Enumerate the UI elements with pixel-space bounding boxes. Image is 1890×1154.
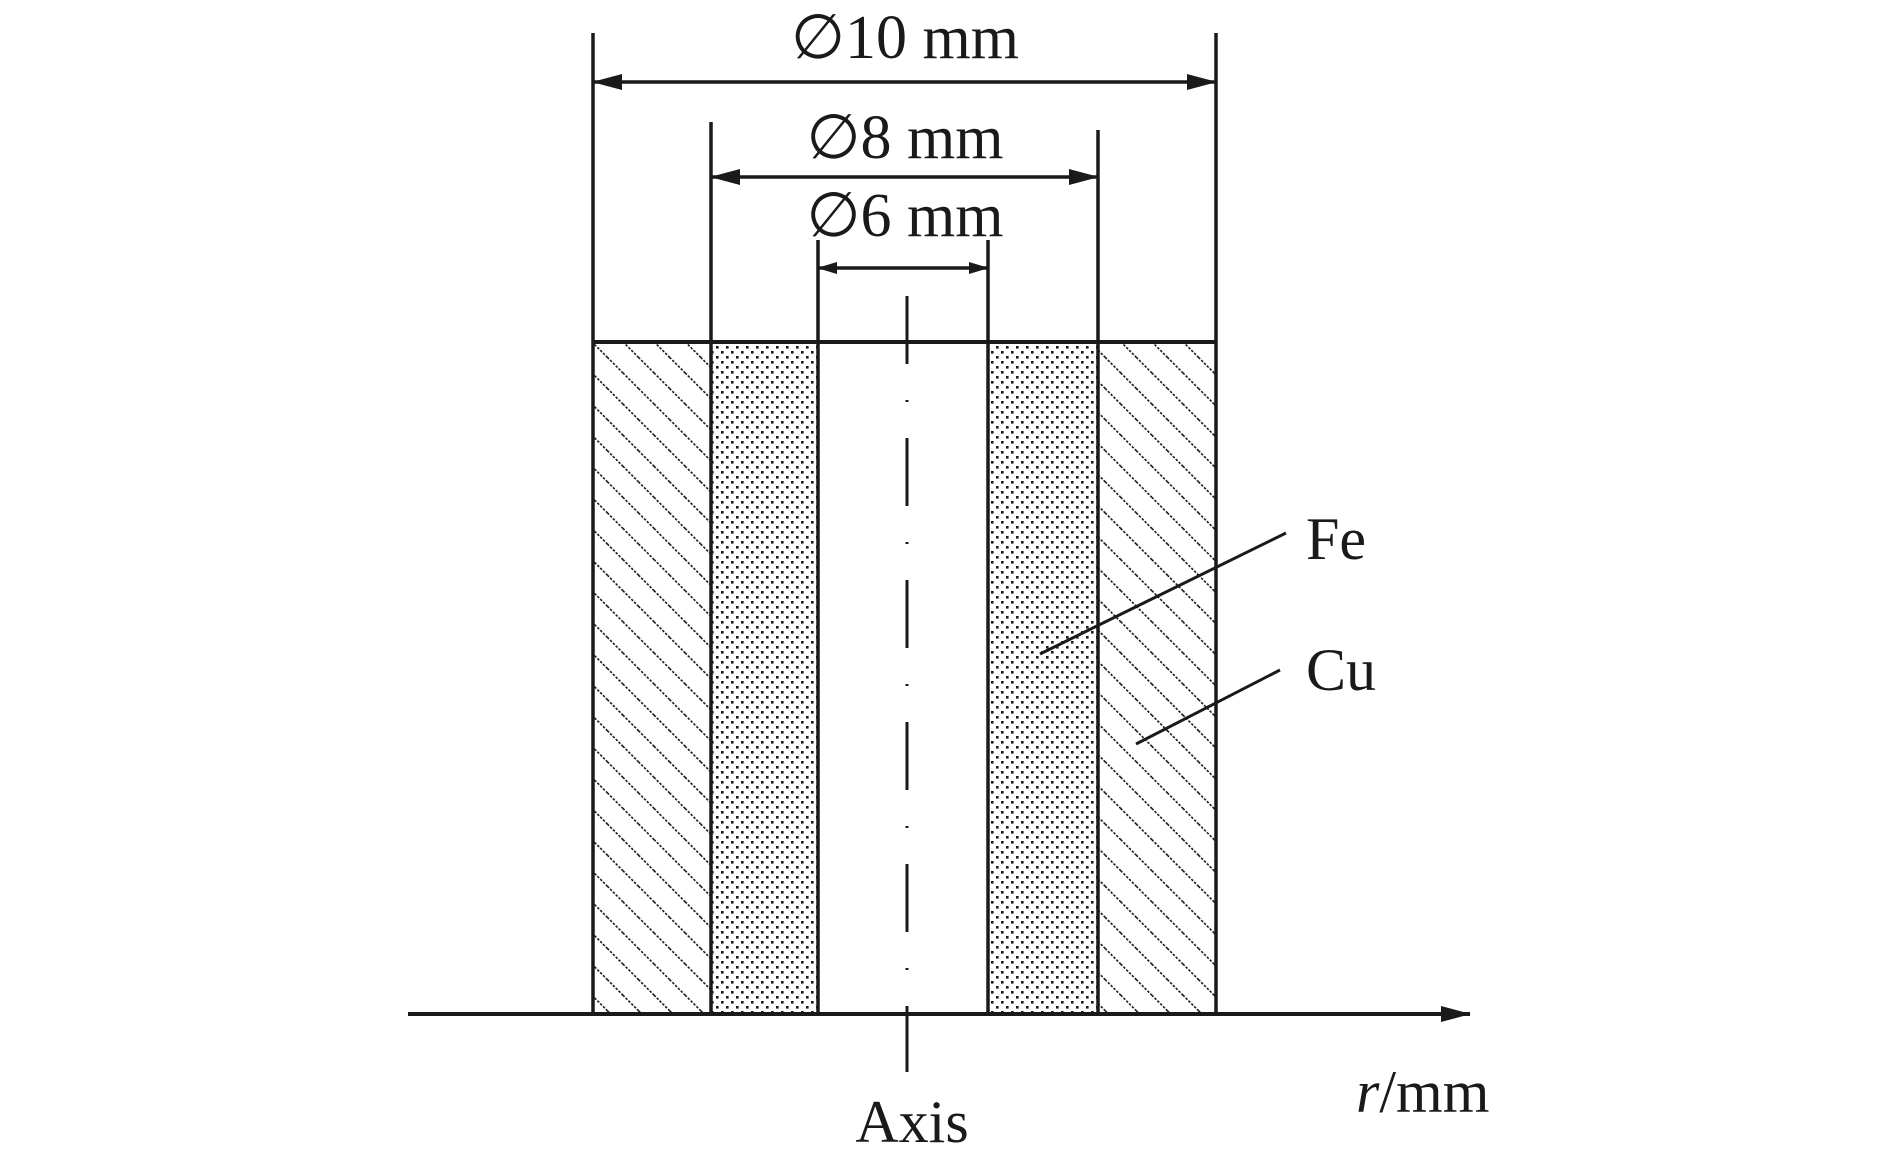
dimension-label-middle: ∅8 mm — [807, 104, 1004, 172]
dimension-label-inner: ∅6 mm — [807, 182, 1004, 250]
radial-axis-unit: /mm — [1379, 1059, 1489, 1125]
material-label-fe: Fe — [1306, 506, 1366, 572]
axis-center-label: Axis — [855, 1089, 968, 1154]
material-label-cu: Cu — [1306, 637, 1376, 703]
radial-axis-label: r/mm — [1356, 1059, 1489, 1125]
leader-line-fe — [1039, 531, 1287, 656]
copper-shell-right — [1098, 342, 1216, 1012]
copper-shell-left — [593, 342, 711, 1012]
iron-layer-left — [711, 342, 818, 1012]
iron-layer-right — [988, 342, 1098, 1012]
radial-axis-variable: r — [1356, 1059, 1380, 1125]
dimension-label-outer: ∅10 mm — [791, 4, 1019, 72]
leader-line-cu — [1135, 668, 1281, 746]
